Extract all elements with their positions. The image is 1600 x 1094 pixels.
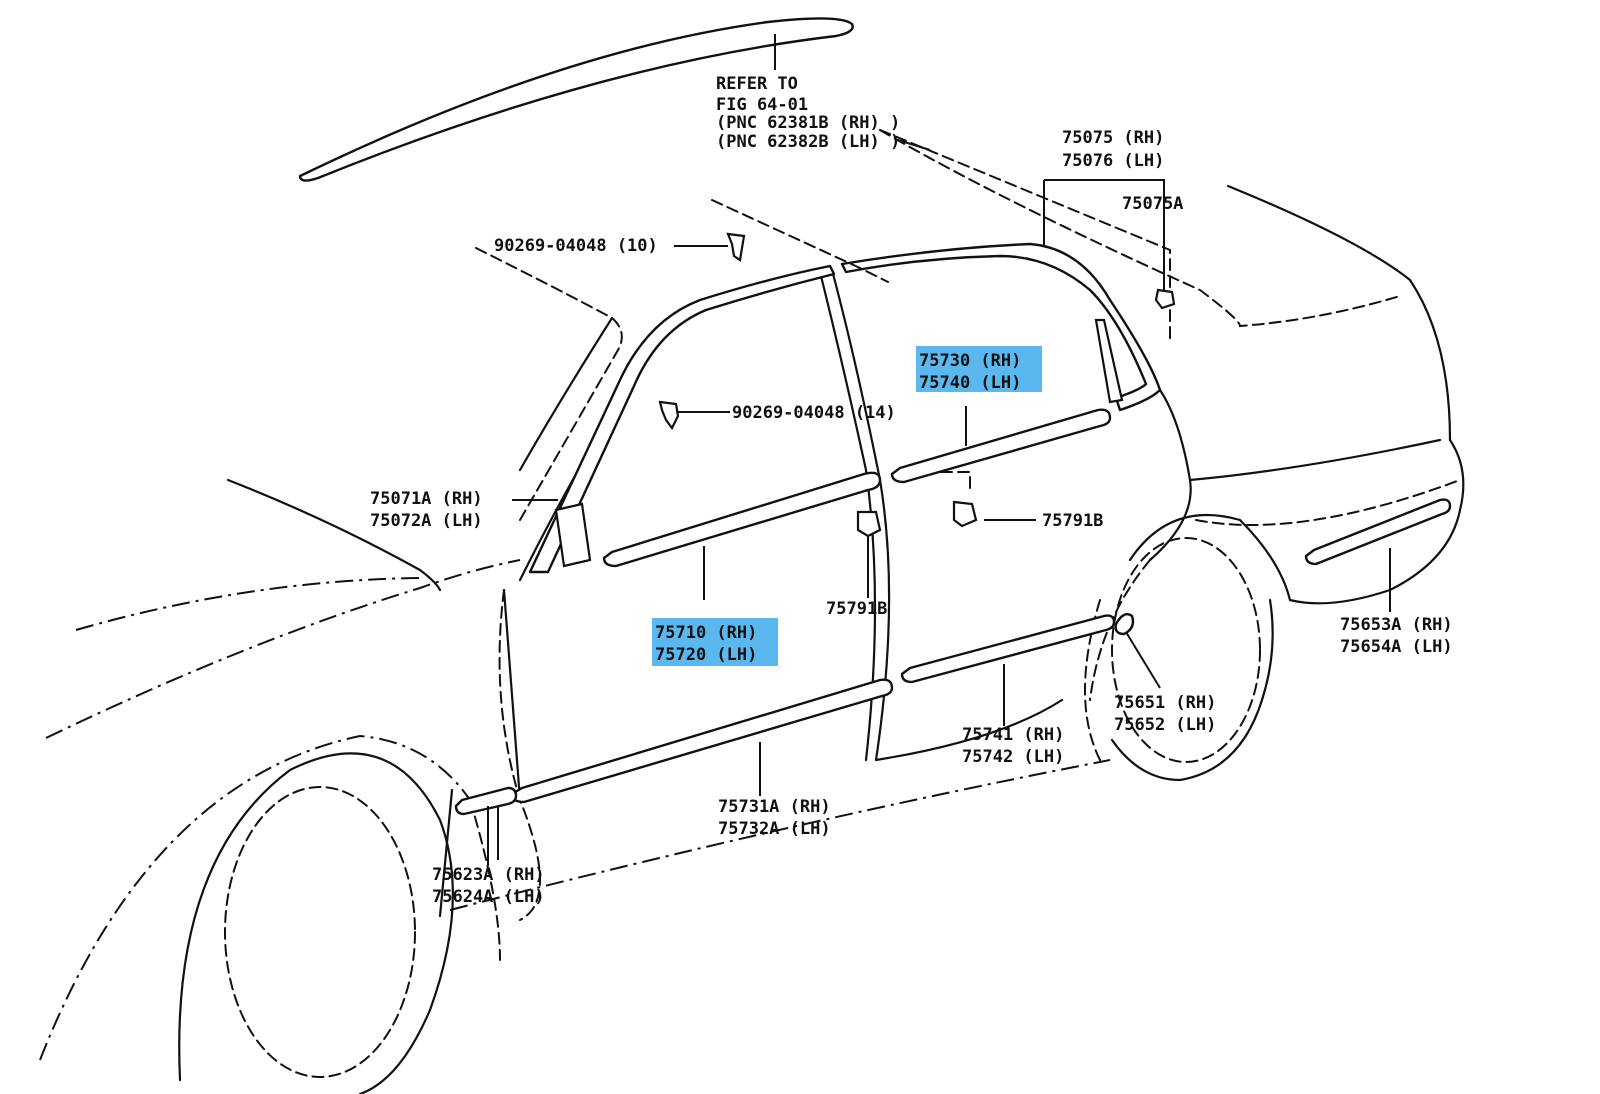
- front-fender-molding[interactable]: [454, 786, 518, 816]
- rear-door-belt-molding[interactable]: [890, 408, 1112, 484]
- label-75710[interactable]: 75710 (RH): [655, 623, 757, 643]
- label-75623a[interactable]: 75623A (RH): [432, 865, 545, 885]
- highlight-75710-75720: [652, 618, 778, 666]
- car-body-outline: [39, 17, 1465, 1094]
- leader-lines: [487, 139, 1391, 866]
- label-75071a[interactable]: 75071A (RH): [370, 489, 483, 509]
- clip-75791b-center[interactable]: [856, 510, 882, 538]
- refer-line-4: (PNC 62382B (LH) ): [716, 132, 900, 152]
- front-door-side-molding[interactable]: [510, 678, 894, 804]
- quarter-side-molding[interactable]: [1304, 498, 1452, 566]
- label-75653a[interactable]: 75653A (RH): [1340, 615, 1453, 635]
- rear-molding-end-piece[interactable]: [1114, 613, 1135, 636]
- label-75720[interactable]: 75720 (LH): [655, 645, 757, 665]
- label-75742[interactable]: 75742 (LH): [962, 747, 1064, 767]
- label-75652[interactable]: 75652 (LH): [1114, 715, 1216, 735]
- label-75076[interactable]: 75076 (LH): [1062, 151, 1164, 171]
- clip-75075a[interactable]: [1154, 288, 1176, 310]
- label-75624a[interactable]: 75624A (LH): [432, 887, 545, 907]
- label-screw-top[interactable]: 90269-04048 (10): [494, 236, 658, 256]
- label-75791b-right[interactable]: 75791B: [1042, 511, 1103, 531]
- roof-drip-molding[interactable]: [298, 17, 854, 182]
- label-75075[interactable]: 75075 (RH): [1062, 128, 1164, 148]
- refer-line-2: FIG 64-01: [716, 95, 808, 115]
- label-75740[interactable]: 75740 (LH): [919, 373, 1021, 393]
- part-labels: REFER TO FIG 64-01 (PNC 62381B (RH) ) (P…: [370, 74, 1453, 907]
- label-screw-middle[interactable]: 90269-04048 (14): [732, 403, 896, 423]
- label-75741[interactable]: 75741 (RH): [962, 725, 1064, 745]
- screw-90269-04048-middle[interactable]: [658, 400, 680, 431]
- refer-line-3: (PNC 62381B (RH) ): [716, 113, 900, 133]
- label-75651[interactable]: 75651 (RH): [1114, 693, 1216, 713]
- label-75654a[interactable]: 75654A (LH): [1340, 637, 1453, 657]
- label-75075a[interactable]: 75075A: [1122, 194, 1183, 214]
- label-75072a[interactable]: 75072A (LH): [370, 511, 483, 531]
- front-door-belt-molding[interactable]: [602, 471, 882, 568]
- label-75791b-center[interactable]: 75791B: [826, 599, 887, 619]
- refer-line-1: REFER TO: [716, 74, 798, 94]
- screw-90269-04048-top[interactable]: [726, 232, 746, 262]
- clip-75791b-right[interactable]: [952, 500, 978, 528]
- label-75730[interactable]: 75730 (RH): [919, 351, 1021, 371]
- label-75731a[interactable]: 75731A (RH): [718, 797, 831, 817]
- rear-window-frame: [840, 242, 1162, 412]
- mirror-base: [554, 502, 592, 568]
- rear-door-side-molding[interactable]: [900, 614, 1116, 684]
- label-75732a[interactable]: 75732A (LH): [718, 819, 831, 839]
- highlight-75730-75740: [916, 346, 1042, 392]
